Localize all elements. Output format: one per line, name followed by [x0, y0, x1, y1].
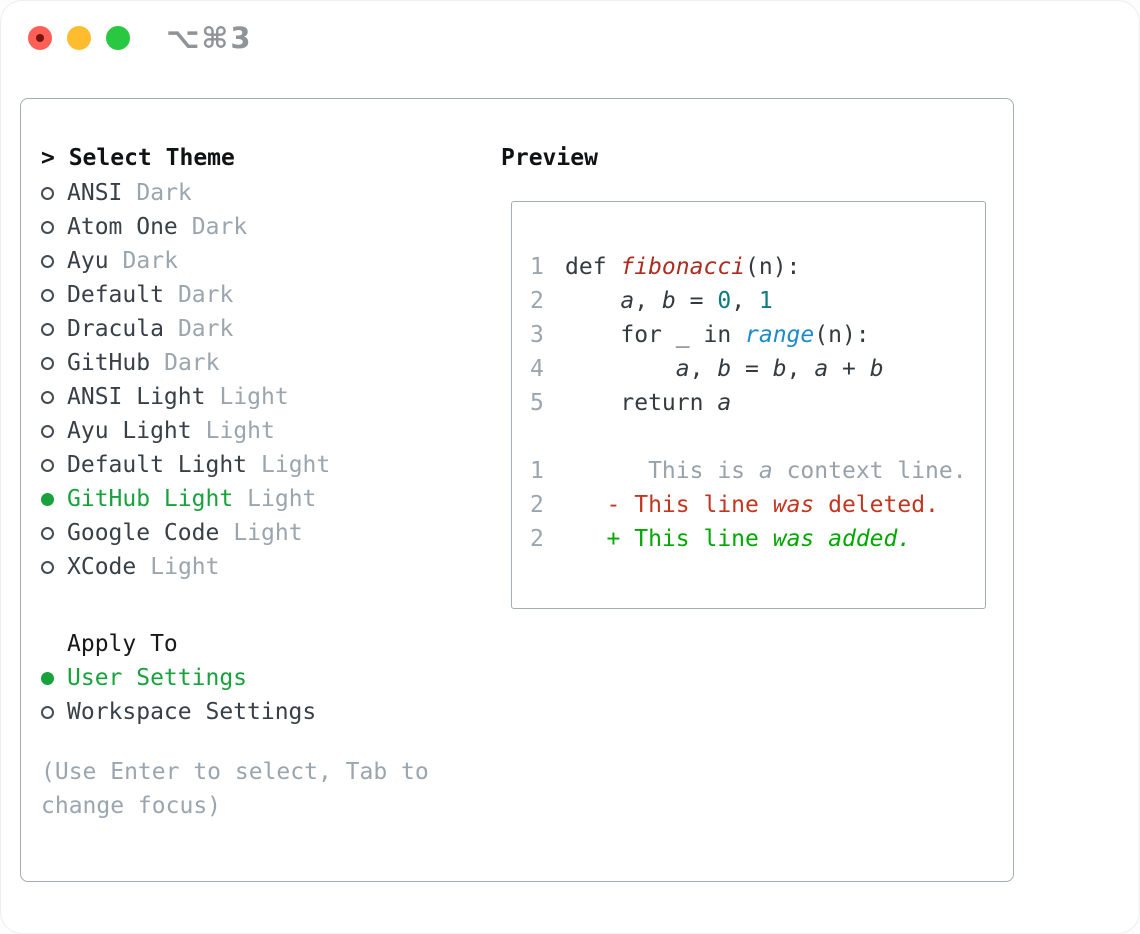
option-label: ANSI — [67, 180, 123, 206]
radio-selected-icon — [41, 671, 54, 685]
radio-icon — [41, 705, 54, 719]
option-label: Dracula — [67, 316, 164, 342]
option-label: Default — [67, 282, 164, 308]
option-label: GitHub — [67, 350, 151, 376]
theme-item-atom-one[interactable]: Atom One Dark — [41, 210, 247, 244]
line-number: 4 — [530, 356, 544, 382]
option-label: Ayu — [67, 248, 109, 274]
theme-item-dracula[interactable]: Dracula Dark — [41, 312, 233, 346]
radio-icon — [41, 390, 54, 404]
apply-option-user-settings[interactable]: User Settings — [41, 661, 247, 695]
option-label: Atom One — [67, 214, 178, 240]
theme-item-github-light[interactable]: GitHub Light Light — [41, 482, 316, 516]
option-label: Google Code — [67, 520, 220, 546]
code-line: 5 return a — [530, 386, 985, 420]
theme-item-default[interactable]: Default Dark — [41, 278, 233, 312]
radio-icon — [41, 322, 54, 336]
theme-item-default-light[interactable]: Default Light Light — [41, 448, 330, 482]
line-number: 1 — [530, 254, 544, 280]
code-line: 1 This is a context line. — [530, 454, 985, 488]
minimize-button[interactable] — [67, 26, 91, 50]
radio-icon — [41, 424, 54, 438]
theme-item-github[interactable]: GitHub Dark — [41, 346, 219, 380]
option-variant: Dark — [122, 248, 178, 274]
theme-item-ayu-light[interactable]: Ayu Light Light — [41, 414, 275, 448]
option-label: XCode — [67, 554, 137, 580]
line-number: 2 — [530, 526, 544, 552]
option-variant: Dark — [164, 350, 220, 376]
help-text: (Use Enter to select, Tab to change focu… — [41, 759, 429, 819]
radio-selected-icon — [41, 492, 54, 506]
window-shortcut-label: ⌥⌘3 — [166, 21, 253, 55]
option-variant: Dark — [177, 282, 234, 308]
line-number: 2 — [530, 288, 544, 314]
option-variant: Dark — [177, 316, 234, 342]
zoom-button[interactable] — [106, 26, 130, 50]
code-line: 2 a, b = 0, 1 — [530, 284, 985, 318]
code-line: 2 + This line was added. — [530, 522, 985, 556]
unsaved-dot-icon — [36, 34, 44, 42]
radio-icon — [41, 526, 54, 540]
radio-icon — [41, 254, 54, 268]
theme-item-google-code[interactable]: Google Code Light — [41, 516, 303, 550]
option-variant: Dark — [136, 180, 192, 206]
line-number: 1 — [530, 458, 544, 484]
option-label: Ayu Light — [67, 418, 192, 444]
option-variant: Light — [247, 486, 317, 512]
option-variant: Dark — [191, 214, 248, 240]
radio-icon — [41, 288, 54, 302]
option-variant: Light — [205, 418, 275, 444]
close-button[interactable] — [28, 26, 52, 50]
theme-item-xcode[interactable]: XCode Light — [41, 550, 220, 584]
option-label: ANSI Light — [67, 384, 206, 410]
option-variant: Light — [150, 554, 220, 580]
code-line: 4 a, b = b, a + b — [530, 352, 985, 386]
line-number: 5 — [530, 390, 544, 416]
option-label: GitHub Light — [67, 486, 234, 512]
option-label: Default Light — [67, 452, 248, 478]
radio-icon — [41, 458, 54, 472]
theme-item-ansi-light[interactable]: ANSI Light Light — [41, 380, 289, 414]
select-theme-header: > Select Theme — [41, 145, 235, 171]
radio-icon — [41, 186, 54, 200]
radio-icon — [41, 560, 54, 574]
line-number: 3 — [530, 322, 544, 348]
apply-option-workspace-settings[interactable]: Workspace Settings — [41, 695, 316, 729]
option-variant: Light — [219, 384, 289, 410]
preview-header: Preview — [501, 145, 598, 171]
option-variant: Light — [233, 520, 303, 546]
theme-item-ayu[interactable]: Ayu Dark — [41, 244, 178, 278]
theme-item-ansi[interactable]: ANSI Dark — [41, 176, 192, 210]
option-label: Workspace Settings — [67, 699, 317, 725]
code-line — [530, 420, 985, 454]
code-line: 2 - This line was deleted. — [530, 488, 985, 522]
radio-icon — [41, 220, 54, 234]
title-bar: ⌥⌘3 — [0, 0, 1140, 70]
radio-icon — [41, 356, 54, 370]
apply-to-header: Apply To — [67, 631, 178, 657]
option-variant: Light — [261, 452, 331, 478]
code-line: 3 for _ in range(n): — [530, 318, 985, 352]
line-number: 2 — [530, 492, 544, 518]
option-label: User Settings — [67, 665, 248, 691]
